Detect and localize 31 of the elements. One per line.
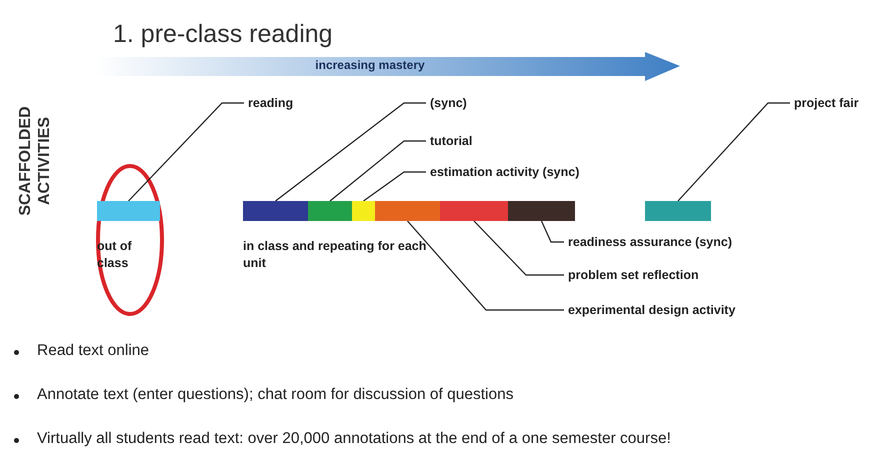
activity-segment bbox=[375, 201, 440, 221]
activity-label: readiness assurance (sync) bbox=[568, 234, 732, 250]
activity-label: experimental design activity bbox=[568, 302, 736, 318]
activity-label: tutorial bbox=[430, 133, 472, 149]
activity-segment bbox=[352, 201, 375, 221]
arrow-label: increasing mastery bbox=[314, 58, 426, 72]
activity-segment bbox=[97, 201, 160, 221]
leader-line bbox=[474, 220, 564, 276]
activity-label: estimation activity (sync) bbox=[430, 164, 580, 180]
leader-line bbox=[678, 102, 790, 202]
activity-label: (sync) bbox=[430, 95, 467, 111]
bullet-text: Read text online bbox=[37, 342, 150, 360]
activity-label: project fair bbox=[794, 95, 859, 111]
leader-line bbox=[540, 220, 564, 243]
activity-segment bbox=[243, 201, 308, 221]
activity-segment bbox=[645, 201, 711, 221]
title: 1. pre-class reading bbox=[113, 20, 333, 49]
leader-line bbox=[330, 140, 426, 202]
leader-line bbox=[275, 102, 426, 202]
bar-caption: in class and repeating for each unit bbox=[243, 238, 428, 272]
activity-segment bbox=[508, 201, 575, 221]
activity-label: reading bbox=[248, 95, 294, 111]
leader-line bbox=[407, 220, 564, 311]
leader-line bbox=[128, 102, 244, 202]
leader-line bbox=[363, 171, 426, 202]
activity-segment bbox=[440, 201, 508, 221]
activity-label: problem set reflection bbox=[568, 267, 699, 283]
bullet-text: Virtually all students read text: over 20,000 annotations at the end of a one semester course! bbox=[37, 430, 671, 448]
activity-segment bbox=[308, 201, 352, 221]
axis-label: SCAFFOLDED ACTIVITIES bbox=[16, 105, 54, 218]
bullet-text: Annotate text (enter questions); chat room for discussion of questions bbox=[37, 386, 514, 404]
